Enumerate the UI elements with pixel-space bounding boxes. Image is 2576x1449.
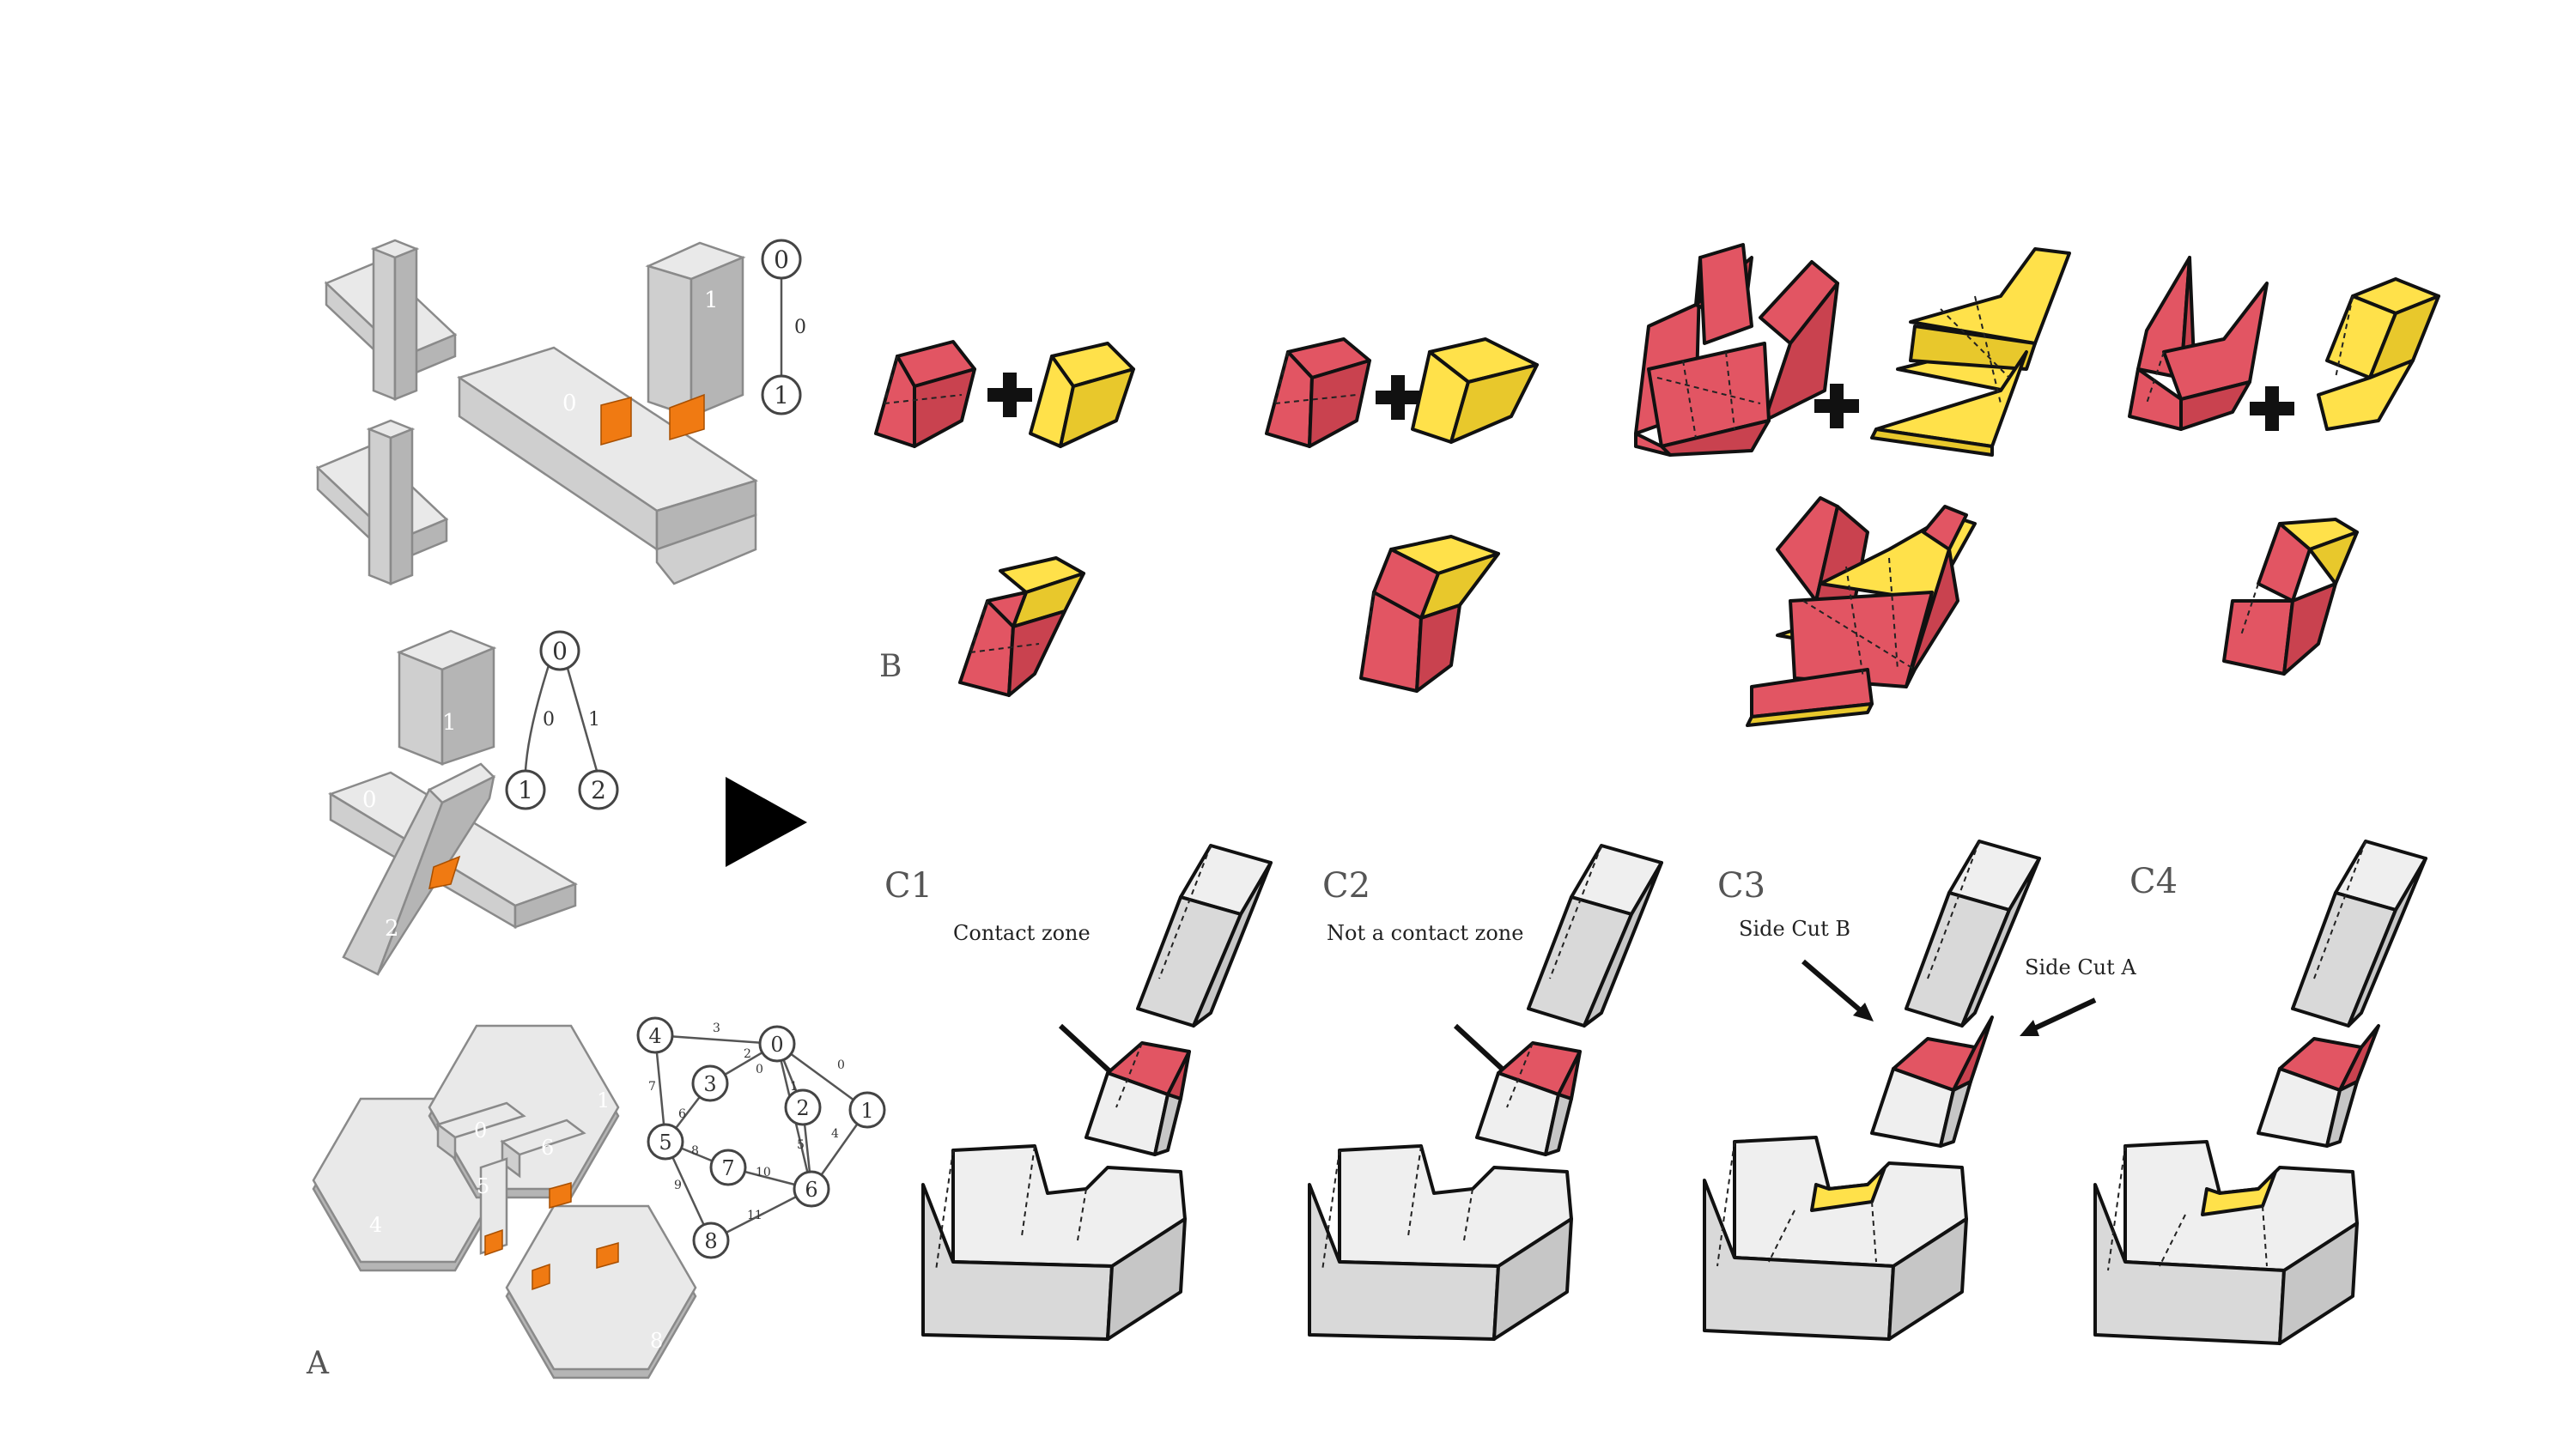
graph-1: 0 1 0 (761, 239, 806, 415)
three-piece-joint: 1 0 2 (328, 629, 578, 976)
panel-b: B (874, 243, 2440, 727)
part-label: 4 (369, 1213, 382, 1237)
cross-piece-bottom (315, 419, 449, 585)
plus-icon (987, 373, 1032, 417)
part-label-1: 1 (442, 710, 457, 736)
edge-label: 1 (588, 709, 600, 731)
hexagon-assembly: 0 1 4 5 6 8 (312, 1024, 697, 1379)
side-cut-a-label: Side Cut A (2025, 955, 2136, 979)
node-label: 1 (774, 381, 789, 409)
contact-zone-arrow (1058, 1023, 1119, 1080)
panel-label-c2: C2 (1322, 866, 1370, 906)
edge-label: 0 (837, 1058, 845, 1072)
edge-label: 9 (674, 1179, 682, 1192)
plus-icon (2250, 386, 2294, 431)
part-label-0: 0 (362, 787, 377, 813)
node-label: 8 (704, 1229, 717, 1253)
panel-label-c4: C4 (2129, 862, 2178, 901)
edge-label: 1 (790, 1080, 798, 1094)
part-label: 1 (597, 1088, 610, 1113)
contact-zone-label: Contact zone (953, 921, 1091, 945)
panel-label-c1: C1 (884, 866, 933, 906)
edge-label: 6 (678, 1107, 686, 1121)
node-label: 1 (860, 1099, 873, 1123)
edge-label: 0 (543, 709, 555, 731)
node-label: 7 (721, 1156, 734, 1180)
node-label: 2 (796, 1096, 809, 1120)
part-label: 0 (474, 1119, 487, 1143)
side-cut-a-arrow (2029, 997, 2097, 1033)
node-label: 2 (591, 776, 606, 804)
panel-label-b: B (879, 649, 902, 684)
edge-label: 4 (831, 1127, 839, 1141)
node-label: 4 (648, 1024, 661, 1048)
graph-2: 0 1 2 0 1 (505, 630, 619, 810)
node-label: 5 (659, 1131, 671, 1155)
node-label: 0 (770, 1033, 783, 1057)
plus-icon (1376, 375, 1420, 420)
b2-pair (1265, 337, 1539, 693)
graph-node-1 (761, 374, 802, 415)
edge-label: 10 (756, 1166, 771, 1179)
b3-pair (1634, 243, 2071, 727)
edge-label: 2 (744, 1047, 751, 1061)
plus-icon (1814, 384, 1859, 428)
panel-c2: C2 Not a contact zone (1308, 844, 1663, 1341)
not-contact-zone-label: Not a contact zone (1327, 921, 1523, 945)
node-label: 0 (552, 637, 568, 665)
joint-highlight-a1 (600, 397, 632, 446)
panel-c4: C4 (2093, 840, 2427, 1345)
right-triangle-arrow-icon (726, 777, 807, 867)
part-label-1: 1 (704, 288, 719, 313)
b4-pair (2128, 256, 2440, 676)
edge-label: 5 (797, 1138, 805, 1152)
b1-pair (874, 340, 1135, 697)
graph-node-0 (761, 239, 802, 280)
node-label: 6 (805, 1178, 817, 1202)
side-cut-b-label: Side Cut B (1739, 917, 1850, 941)
panel-a: 1 0 0 1 0 1 0 2 (306, 239, 886, 1381)
side-cut-b-arrow (1801, 959, 1865, 1016)
edge-label: 7 (648, 1080, 656, 1094)
node-label: 0 (774, 246, 789, 274)
edge-label: 0 (756, 1063, 763, 1076)
graph-3: 0 1 2 3 4 5 6 7 8 0 3 2 0 4 5 6 7 8 9 10… (636, 1016, 886, 1259)
part-label-0: 0 (562, 391, 577, 416)
panel-label-c3: C3 (1717, 866, 1765, 906)
beam-and-post: 1 0 (457, 241, 758, 585)
part-label: 8 (650, 1329, 663, 1353)
edge-label: 11 (747, 1209, 762, 1222)
node-label: 1 (518, 776, 533, 804)
cross-piece-top (324, 239, 458, 401)
part-label: 5 (477, 1174, 489, 1198)
panel-c1: C1 Contact zone (884, 844, 1273, 1341)
panel-label-a: A (306, 1346, 330, 1381)
node-label: 3 (703, 1072, 716, 1096)
part-label: 6 (541, 1136, 554, 1160)
panel-c3: C3 Side Cut B Side Cut A (1703, 840, 2136, 1341)
edge-label: 3 (713, 1022, 720, 1035)
part-label-2: 2 (385, 916, 399, 942)
edge-label: 8 (691, 1144, 699, 1158)
edge-label: 0 (794, 317, 806, 338)
